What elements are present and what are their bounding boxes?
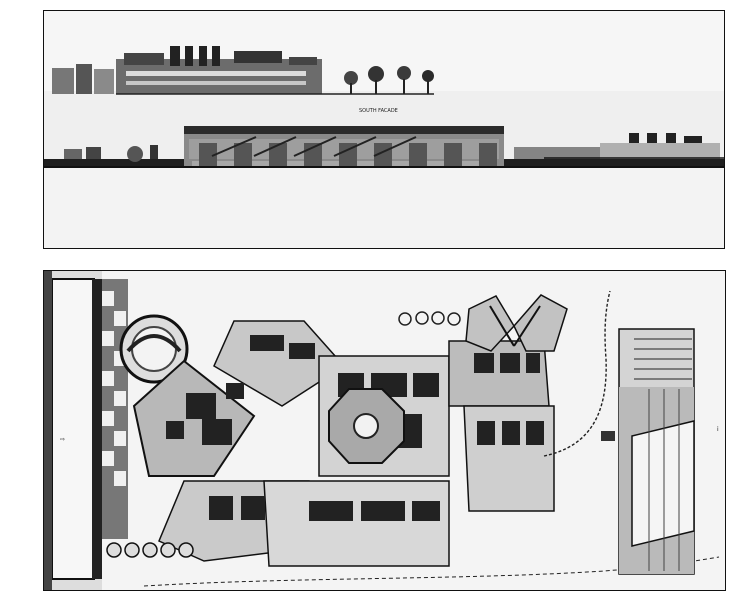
curved-access-road (543, 290, 611, 457)
top-circles (398, 311, 461, 326)
fan-structure (465, 294, 568, 352)
circular-plaza (119, 314, 189, 384)
upper-elevation (52, 46, 434, 95)
right-side-mark: i (717, 426, 719, 433)
elevation-section-panel: SOUTH FACADE (43, 10, 725, 249)
south-facade-label: SOUTH FACADE (359, 108, 398, 114)
right-building (601, 328, 695, 575)
site-plan-panel: ⇨ (43, 270, 726, 591)
left-arrow-mark: ⇨ (60, 436, 65, 443)
left-building-block (44, 271, 102, 590)
stepped-tower-strip (102, 279, 128, 539)
bottom-left-circles (106, 542, 194, 558)
octagonal-plaza (328, 388, 405, 464)
elevation-section-drawing: SOUTH FACADE (44, 11, 724, 248)
site-plan-drawing: ⇨ (44, 271, 725, 590)
